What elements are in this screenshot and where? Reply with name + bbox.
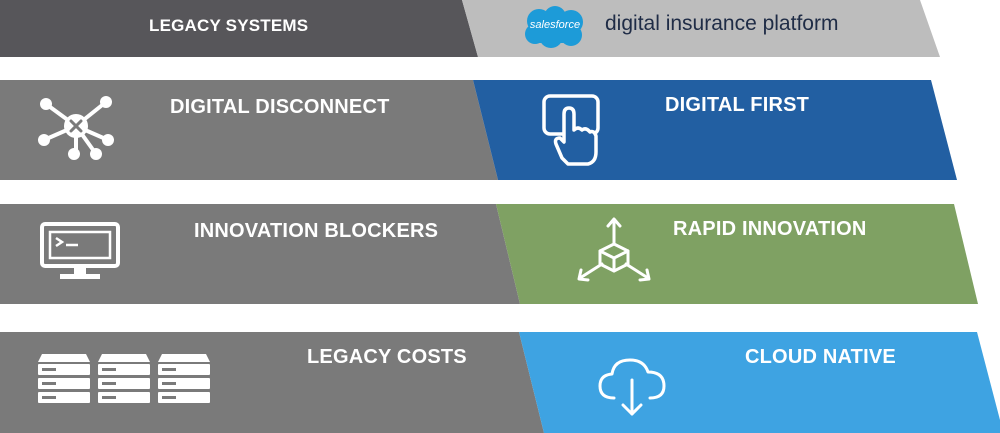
digital-first-label: DIGITAL FIRST (665, 94, 810, 116)
cube-axes-icon (574, 216, 654, 289)
salesforce-logo-text: salesforce (529, 19, 581, 31)
salesforce-cloud-icon (525, 6, 583, 48)
row3-right-band (496, 204, 978, 304)
platform-label: digital insurance platform (605, 12, 839, 35)
legacy-costs-label: LEGACY COSTS (307, 346, 467, 368)
row1-right-band (462, 0, 940, 57)
cloud-native-label: CLOUD NATIVE (745, 346, 896, 368)
server-racks-icon (36, 350, 216, 415)
network-disconnect-icon (36, 92, 116, 167)
cloud-download-icon (596, 354, 668, 423)
touch-screen-icon (540, 92, 604, 173)
salesforce-cloud-logo: salesforce (521, 5, 589, 51)
digital-disconnect-label: DIGITAL DISCONNECT (170, 96, 390, 118)
row2-left-band (0, 80, 498, 180)
monitor-terminal-icon (38, 221, 122, 288)
row1-left-band (0, 0, 478, 57)
rapid-innovation-label: RAPID INNOVATION (673, 218, 867, 240)
innovation-blockers-label: INNOVATION BLOCKERS (194, 220, 439, 242)
legacy-systems-label: LEGACY SYSTEMS (149, 16, 309, 35)
row3-left-band (0, 204, 520, 304)
